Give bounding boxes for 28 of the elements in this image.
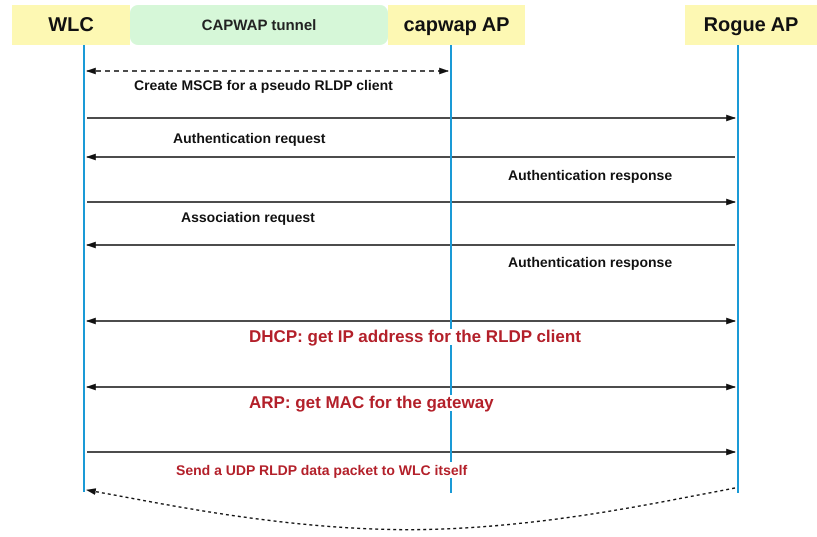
message-label: Authentication response xyxy=(507,167,674,183)
participant-name: CAPWAP tunnel xyxy=(202,16,316,34)
message-arrow xyxy=(86,384,736,390)
message-label: Authentication response xyxy=(507,254,674,270)
message-arrow xyxy=(87,198,736,206)
message-arrow xyxy=(87,114,736,122)
participant-header xyxy=(685,5,817,45)
message-label: Create MSCB for a pseudo RLDP client xyxy=(133,77,394,93)
return-arrow xyxy=(86,487,736,530)
message-label: Send a UDP RLDP data packet to WLC itself xyxy=(175,462,468,478)
lifeline xyxy=(737,45,739,493)
participant-header xyxy=(388,5,525,45)
message-label: Authentication request xyxy=(172,130,326,146)
message-label: DHCP: get IP address for the RLDP client xyxy=(248,329,582,345)
message-arrow xyxy=(86,242,735,248)
lifeline xyxy=(450,45,452,493)
message-arrow xyxy=(86,68,449,74)
message-label: Association request xyxy=(180,209,316,225)
participant-name: Rogue AP xyxy=(704,14,798,36)
participant-name: capwap AP xyxy=(404,14,510,36)
lifeline xyxy=(83,45,85,492)
message-label: ARP: get MAC for the gateway xyxy=(248,395,495,411)
tunnel-band xyxy=(130,5,388,45)
message-arrow xyxy=(87,448,736,456)
participant-name: WLC xyxy=(48,14,94,36)
message-arrow xyxy=(86,154,735,160)
message-arrow xyxy=(86,318,736,324)
participant-header xyxy=(12,5,130,45)
